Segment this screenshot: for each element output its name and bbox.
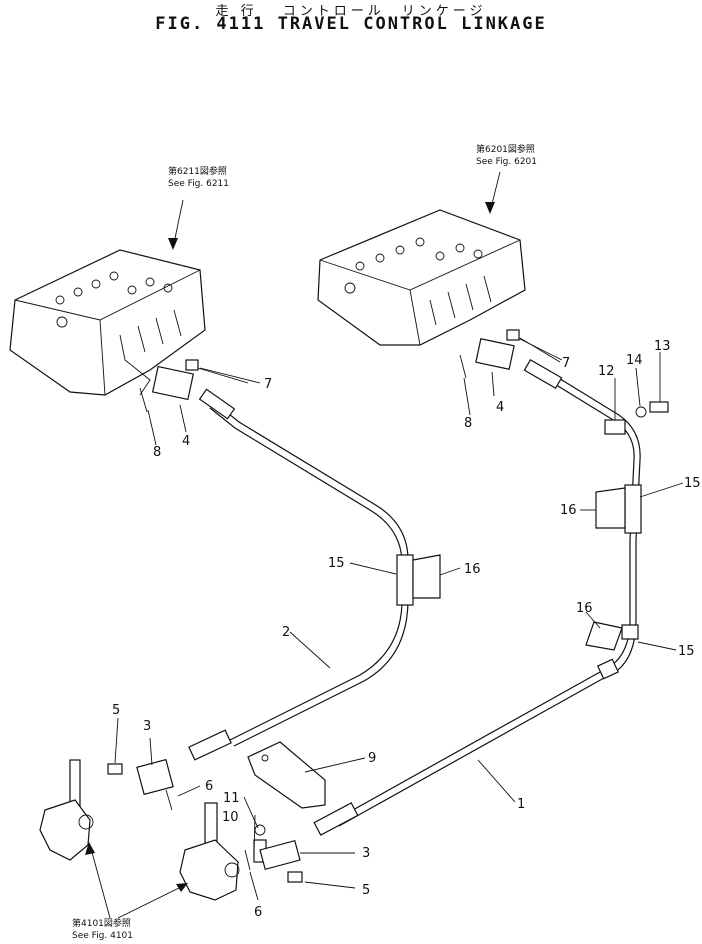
callout-6-right: 6 — [254, 905, 262, 920]
lever-ref-leader-right — [117, 884, 186, 919]
cable-1-band-16-mid — [585, 621, 623, 651]
left-joint-3 — [136, 758, 174, 796]
cable-2-upper-end — [198, 388, 236, 420]
right-bolt-7 — [511, 334, 563, 361]
left-valve-ref-en: See Fig. 6211 — [168, 179, 229, 189]
left-valve-ref-arrow — [168, 238, 178, 250]
washer-14 — [635, 406, 647, 418]
callout-10: 10 — [222, 810, 239, 825]
lever-ref-leader-left — [89, 844, 111, 919]
cable-2-clamp-15 — [396, 554, 414, 606]
callout-15-right-lower: 15 — [678, 644, 695, 659]
callout-14: 14 — [626, 353, 643, 368]
right-valve-ref-arrow — [485, 202, 495, 214]
right-valve-ref-en: See Fig. 6201 — [476, 157, 537, 167]
washer-11 — [254, 824, 266, 836]
cable-2-band-16 — [412, 554, 441, 599]
callout-5-left: 5 — [112, 703, 120, 718]
left-pin-8 — [139, 387, 148, 413]
callout-7-left: 7 — [264, 377, 272, 392]
callout-16-right-lower: 16 — [576, 601, 593, 616]
callout-8-left: 8 — [153, 445, 161, 460]
right-pin-8 — [459, 354, 467, 379]
right-bolt-5 — [287, 871, 303, 883]
right-lever-assembly — [179, 802, 303, 901]
lever-ref-jp: 第4101図参照 — [72, 917, 131, 929]
callout-7-right: 7 — [562, 356, 570, 371]
callout-leaders — [114, 337, 684, 901]
callout-1: 1 — [517, 797, 525, 812]
cable-1-clamp-15-lower — [596, 658, 620, 680]
cable-1-bracket-12 — [604, 419, 626, 435]
callout-2: 2 — [282, 625, 290, 640]
cable-1 — [313, 358, 642, 836]
callout-8-right: 8 — [464, 416, 472, 431]
cable-1-clamp-15-upper — [624, 484, 642, 534]
left-bolt-5 — [107, 763, 123, 775]
callout-3-right: 3 — [362, 846, 370, 861]
callout-6-left: 6 — [205, 779, 213, 794]
callout-12: 12 — [598, 364, 615, 379]
callout-15-right-upper: 15 — [684, 476, 701, 491]
cable-2 — [188, 388, 441, 761]
cable-2-lower-end — [188, 729, 232, 761]
left-joint-4 — [151, 365, 195, 401]
bracket-9 — [247, 741, 326, 809]
callout-15-left: 15 — [328, 556, 345, 571]
callout-5-right: 5 — [362, 883, 370, 898]
cable-1-clamp-15-mid — [621, 624, 639, 640]
figure-title: FIG. 4111 TRAVEL CONTROL LINKAGE — [155, 14, 547, 34]
right-bolt-head-7 — [506, 329, 520, 341]
lever-ref-en: See Fig. 4101 — [72, 931, 133, 941]
right-pin-6 — [244, 849, 251, 871]
cable-1-band-16-upper — [595, 487, 626, 529]
right-control-valve — [317, 209, 526, 346]
left-lever-assembly — [39, 758, 174, 861]
callout-3-left: 3 — [143, 719, 151, 734]
right-joint-4 — [475, 338, 515, 370]
figure-title-japanese: 走 行 コントロール リンケージ — [215, 4, 487, 19]
left-pin-6 — [165, 789, 173, 811]
callout-4-right: 4 — [496, 400, 504, 415]
callout-13: 13 — [654, 339, 671, 354]
right-valve-ref-jp: 第6201図参照 — [476, 143, 535, 155]
callout-11: 11 — [223, 791, 240, 806]
cable-1-lower-end — [313, 802, 359, 836]
callout-16-right-upper: 16 — [560, 503, 577, 518]
cable-1-upper-end — [523, 358, 563, 390]
callout-16-left: 16 — [464, 562, 481, 577]
left-bolt-head-7 — [185, 359, 199, 371]
callout-4-left: 4 — [182, 434, 190, 449]
left-control-valve — [9, 249, 206, 396]
bolt-13 — [649, 401, 669, 413]
left-valve-ref-jp: 第6211図参照 — [168, 165, 227, 177]
right-joint-3 — [259, 839, 301, 871]
callout-9: 9 — [368, 751, 376, 766]
